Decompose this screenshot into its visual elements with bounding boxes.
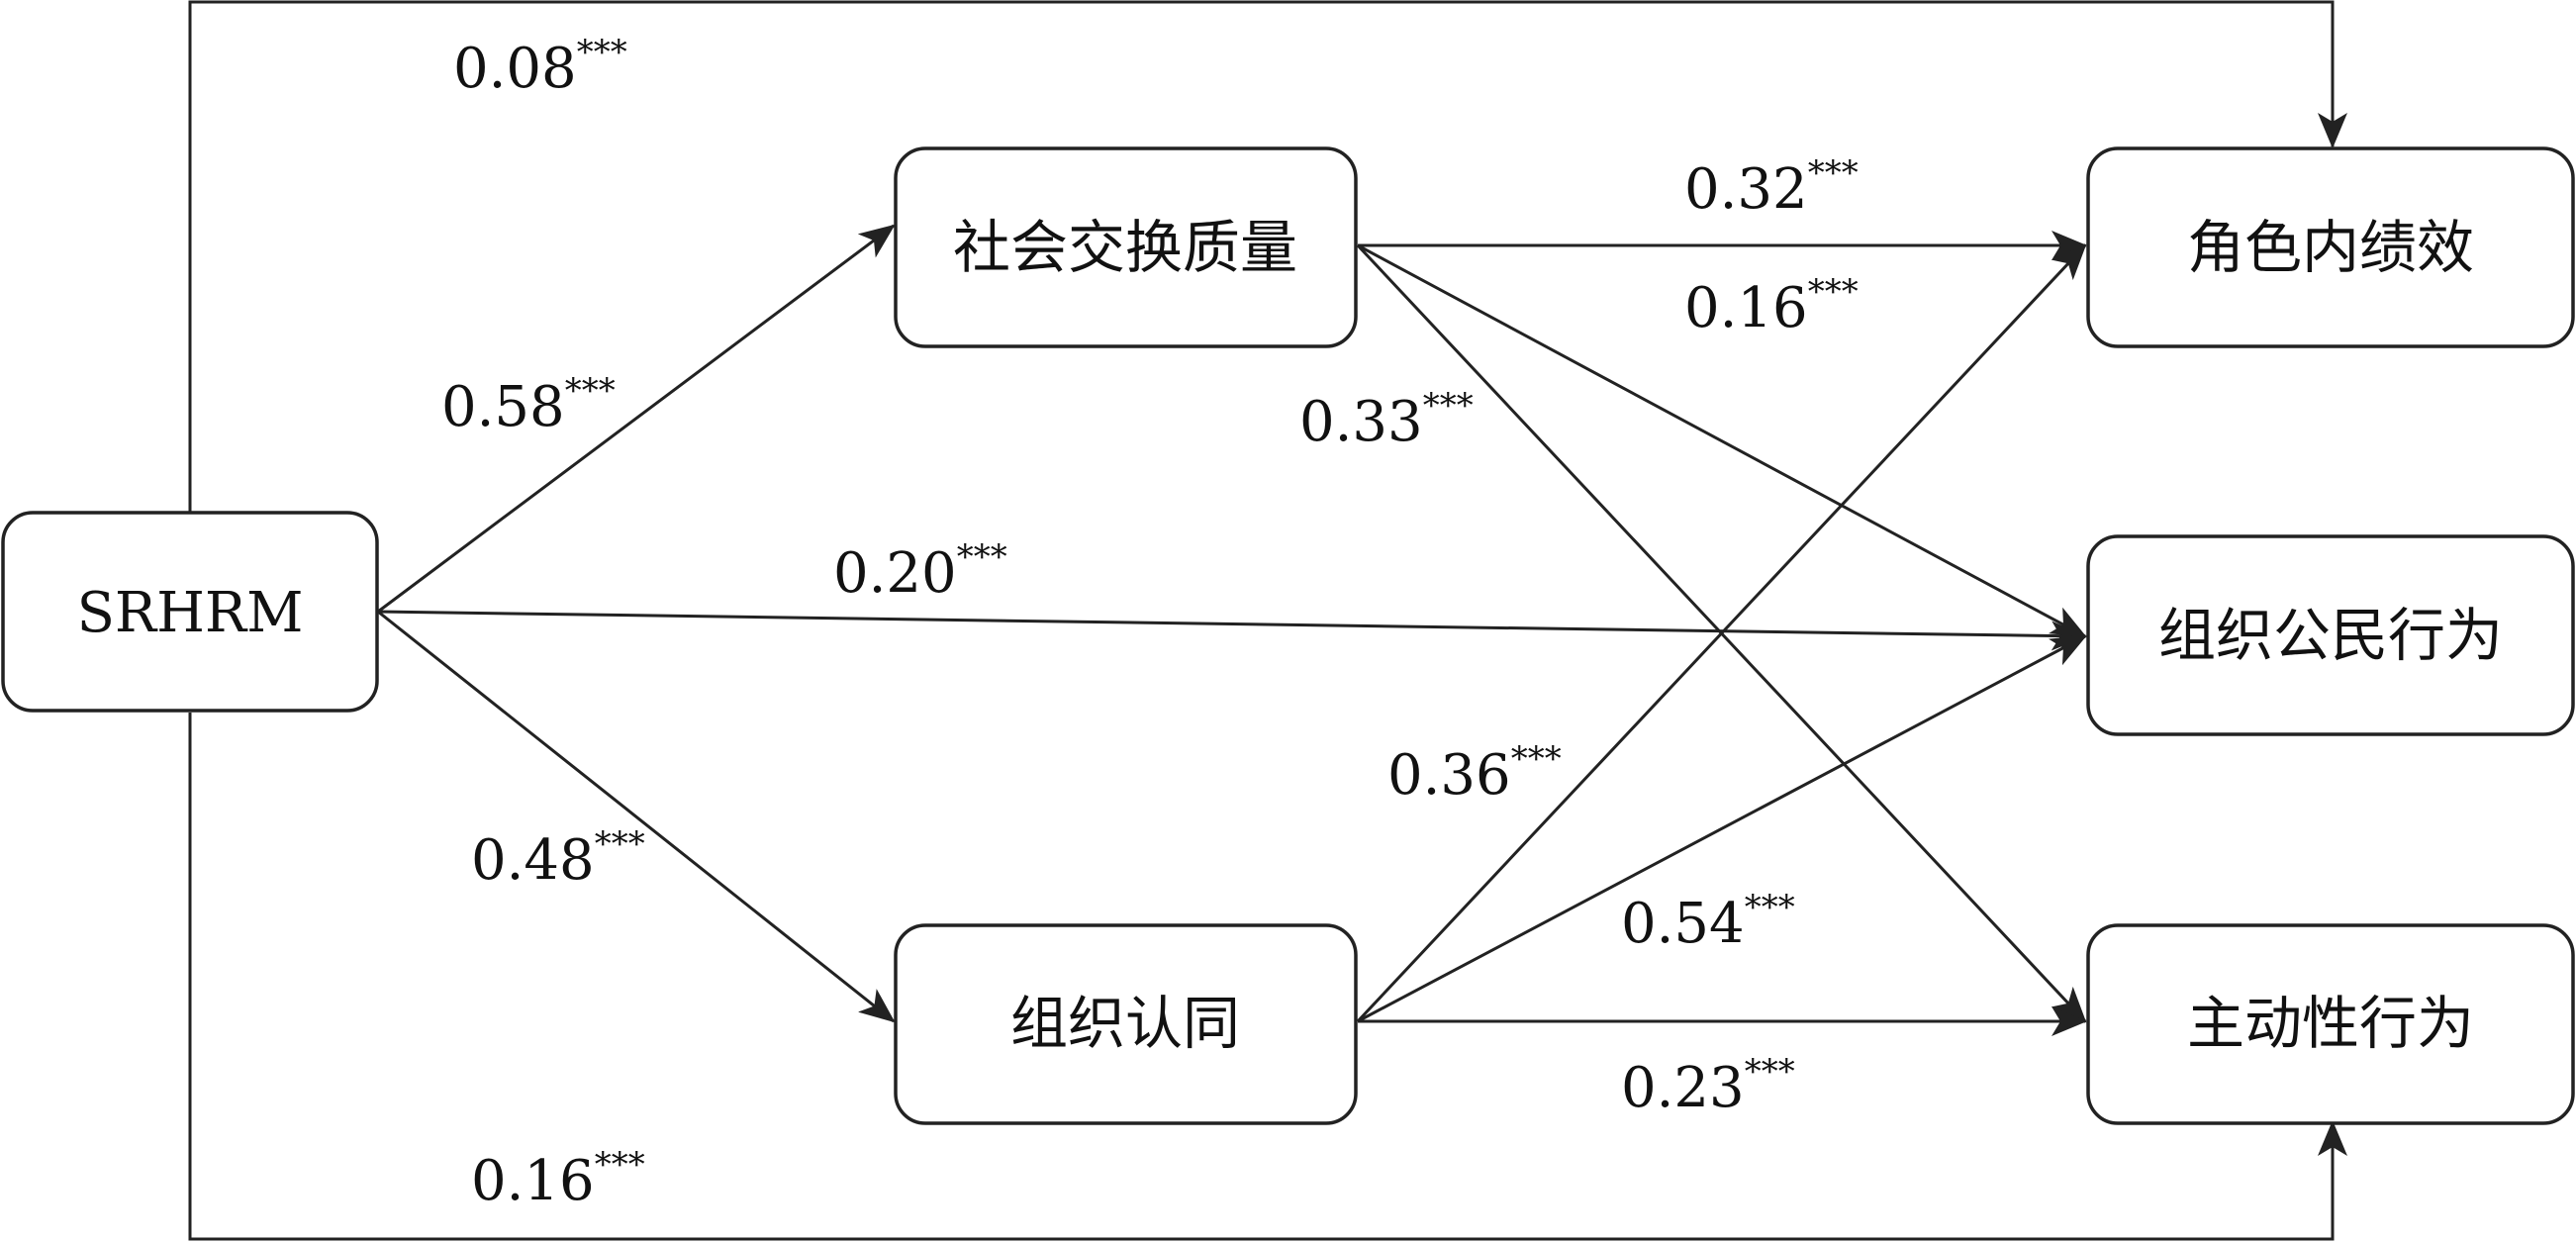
node-proactive-label: 主动性行为: [2187, 990, 2474, 1057]
coef-org-identification-to-ocb: 0.54***: [1621, 888, 1795, 956]
coef-org-identification-to-in-role: 0.16***: [1684, 272, 1859, 340]
edge-srhrm-to-in-role: [188, 0, 2347, 513]
coef-org-identification-to-proactive: 0.23***: [1621, 1052, 1795, 1120]
node-in-role-label: 角色内绩效: [2187, 214, 2474, 281]
edge-srhrm-to-org-identification: [377, 610, 896, 1023]
node-in-role: 角色内绩效: [2086, 146, 2575, 348]
coef-srhrm-to-in-role: 0.08***: [453, 33, 627, 101]
edge-org-identification-to-ocb: [1357, 634, 2087, 1023]
edge-srhrm-to-social-exchange: [377, 224, 896, 614]
edge-srhrm-to-proactive: [188, 713, 2347, 1241]
coef-srhrm-to-proactive: 0.16***: [471, 1145, 645, 1213]
edge-social-exchange-to-ocb: [1357, 243, 2087, 638]
coef-social-exchange-to-proactive: 0.33***: [1299, 386, 1474, 454]
coef-srhrm-to-org-identification: 0.48***: [471, 824, 645, 893]
edge-org-identification-to-in-role: [1356, 243, 2087, 1023]
node-org-identification-label: 组织认同: [1010, 990, 1240, 1057]
node-srhrm-label: SRHRM: [77, 581, 304, 645]
node-ocb: 组织公民行为: [2086, 534, 2575, 736]
coef-srhrm-to-social-exchange: 0.58***: [441, 371, 616, 439]
node-org-identification: 组织认同: [894, 923, 1358, 1125]
node-social-exchange: 社会交换质量: [894, 146, 1358, 348]
node-srhrm: SRHRM: [1, 511, 379, 713]
edge-srhrm-to-ocb: [377, 610, 2087, 651]
coef-srhrm-to-ocb: 0.20***: [833, 537, 1007, 606]
node-social-exchange-label: 社会交换质量: [953, 214, 1297, 281]
node-ocb-label: 组织公民行为: [2158, 602, 2503, 669]
node-proactive: 主动性行为: [2086, 923, 2575, 1125]
coef-social-exchange-to-in-role: 0.32***: [1684, 153, 1859, 222]
coef-org-identification-to-in-role-b: 0.36***: [1387, 739, 1562, 808]
